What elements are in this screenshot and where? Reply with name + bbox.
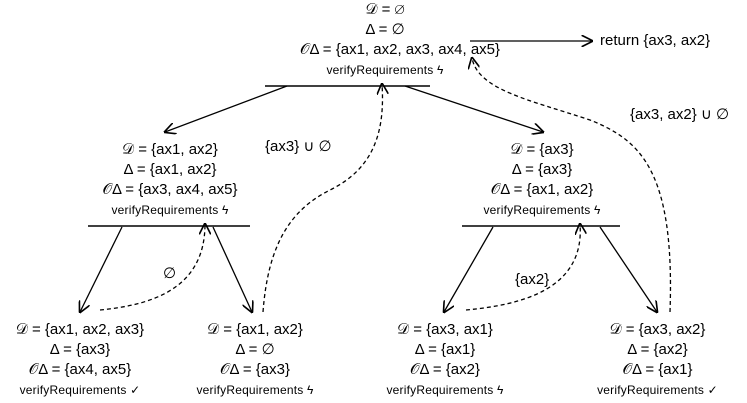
node-root: 𝒟 = ∅ Δ = ∅ 𝒪Δ = {ax1, ax2, ax3, ax4, ax…: [300, 0, 501, 80]
dashed-rl-to-right: [465, 224, 580, 311]
node-ll-verify-label: verifyRequirements: [19, 383, 127, 397]
left-up-label: {ax3} ∪ ∅: [265, 138, 332, 155]
rl-to-rr-label: {ax2}: [515, 271, 550, 288]
node-lr-d: 𝒟 = {ax1, ax2}: [207, 321, 303, 338]
node-rr: 𝒟 = {ax3, ax2} Δ = {ax2} 𝒪Δ = {ax1} veri…: [585, 320, 730, 400]
node-right-d: 𝒟 = {ax3}: [510, 141, 574, 158]
node-lr-delta: Δ = ∅: [235, 341, 275, 358]
node-ll-verify: verifyRequirements ✓: [2, 380, 158, 400]
node-right-verify-label: verifyRequirements: [483, 203, 591, 217]
lightning-icon: ϟ: [221, 203, 229, 217]
node-rr-delta: Δ = {ax2}: [627, 341, 688, 358]
node-right-delta: Δ = {ax3}: [511, 161, 573, 178]
node-rr-verify-label: verifyRequirements: [597, 383, 705, 397]
edge-left-ll: [80, 226, 123, 312]
node-left-verify-label: verifyRequirements: [111, 203, 219, 217]
return-label: return {ax3, ax2}: [600, 32, 711, 49]
right-up-label: {ax3, ax2} ∪ ∅: [630, 106, 730, 123]
lightning-icon: ϟ: [593, 203, 601, 217]
node-right-verify: verifyRequirements ϟ: [462, 200, 622, 220]
node-root-verify: verifyRequirements ϟ: [300, 60, 470, 80]
ll-to-lr-label: ∅: [163, 265, 177, 282]
check-icon: ✓: [707, 383, 718, 397]
node-rl: 𝒟 = {ax3, ax1} Δ = {ax1} 𝒪Δ = {ax2} veri…: [375, 320, 515, 400]
check-icon: ✓: [130, 383, 141, 397]
node-root-delta: Δ = ∅: [365, 21, 405, 38]
node-left-d: 𝒟 = {ax1, ax2}: [122, 141, 218, 158]
edge-left-lr: [212, 226, 252, 312]
node-rr-verify: verifyRequirements ✓: [585, 380, 730, 400]
dashed-lr-to-root: [262, 84, 382, 313]
edge-right-rl: [444, 226, 494, 312]
node-ll-d: 𝒟 = {ax1, ax2, ax3}: [15, 321, 145, 338]
node-root-verify-label: verifyRequirements: [326, 63, 434, 77]
node-lr-verify: verifyRequirements ϟ: [185, 380, 325, 400]
node-rl-delta: Δ = {ax1}: [414, 341, 476, 358]
edge-right-rr: [599, 226, 657, 312]
edge-root-right: [404, 85, 543, 132]
node-lr: 𝒟 = {ax1, ax2} Δ = ∅ 𝒪Δ = {ax3} verifyRe…: [185, 320, 325, 400]
lightning-icon: ϟ: [306, 383, 314, 397]
lightning-icon: ϟ: [436, 63, 444, 77]
node-right: 𝒟 = {ax3} Δ = {ax3} 𝒪Δ = {ax1, ax2} veri…: [462, 140, 622, 220]
node-left-delta: Δ = {ax1, ax2}: [123, 161, 217, 178]
lightning-icon: ϟ: [496, 383, 504, 397]
node-lr-o: 𝒪Δ = {ax3}: [220, 361, 290, 378]
node-rl-verify: verifyRequirements ϟ: [375, 380, 515, 400]
node-lr-verify-label: verifyRequirements: [196, 383, 304, 397]
node-left-verify: verifyRequirements ϟ: [90, 200, 250, 220]
node-ll: 𝒟 = {ax1, ax2, ax3} Δ = {ax3} 𝒪Δ = {ax4,…: [2, 320, 158, 400]
dashed-ll-to-left: [99, 224, 205, 311]
edge-root-left: [165, 85, 288, 132]
node-root-d: 𝒟 = ∅: [365, 1, 405, 18]
node-left: 𝒟 = {ax1, ax2} Δ = {ax1, ax2} 𝒪Δ = {ax3,…: [90, 140, 250, 220]
node-rr-o: 𝒪Δ = {ax1}: [622, 361, 693, 378]
node-left-o: 𝒪Δ = {ax3, ax4, ax5}: [102, 181, 238, 198]
node-ll-o: 𝒪Δ = {ax4, ax5}: [28, 361, 132, 378]
node-root-o: 𝒪Δ = {ax1, ax2, ax3, ax4, ax5}: [300, 41, 501, 58]
node-right-o: 𝒪Δ = {ax1, ax2}: [490, 181, 594, 198]
dashed-rr-to-root: [472, 58, 672, 313]
node-rl-d: 𝒟 = {ax3, ax1}: [397, 321, 493, 338]
node-rr-d: 𝒟 = {ax3, ax2}: [609, 321, 706, 338]
node-ll-delta: Δ = {ax3}: [49, 341, 111, 358]
node-rl-o: 𝒪Δ = {ax2}: [410, 361, 480, 378]
node-rl-verify-label: verifyRequirements: [386, 383, 494, 397]
